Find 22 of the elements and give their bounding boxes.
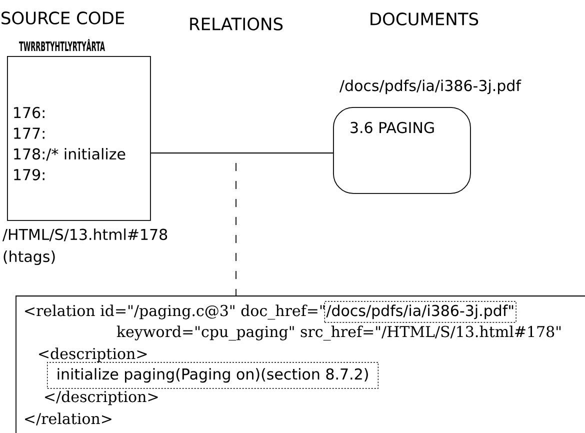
code-line: 176:: [14, 106, 44, 118]
code-line: 178:/* initialize: [14, 148, 126, 161]
code-line: 177:: [14, 128, 44, 139]
code-line: </relation>: [25, 412, 112, 426]
code-box: [7, 56, 151, 221]
code-line: keyword="cpu_paging" src_href="/HTML/S/13.html#178": [116, 326, 561, 341]
code-line: <description>: [39, 348, 147, 362]
code-line: 179:: [14, 168, 44, 180]
rounded-box: [333, 107, 471, 194]
column-heading: RELATIONS: [190, 18, 283, 30]
code-line: <relation id="/paging.c@3" doc_href=": [25, 304, 324, 320]
file-path: /HTML/S/13.html#178: [2, 228, 168, 242]
code-line: </description>: [45, 390, 158, 406]
code-panel: [16, 296, 585, 433]
column-heading: DOCUMENTS: [370, 12, 478, 26]
highlight-box: /docs/pdfs/ia/i386-3j.pdf": [324, 301, 516, 323]
column-heading: SOURCE CODE: [2, 12, 124, 24]
note-text: (htags): [4, 250, 55, 266]
file-path: /docs/pdfs/ia/i386-3j.pdf: [339, 80, 522, 94]
connector-line: [150, 152, 334, 154]
section-title: 3.6 PAGING: [350, 122, 434, 134]
highlight-box: initialize paging(Paging on)(section 8.7.2): [47, 362, 379, 389]
